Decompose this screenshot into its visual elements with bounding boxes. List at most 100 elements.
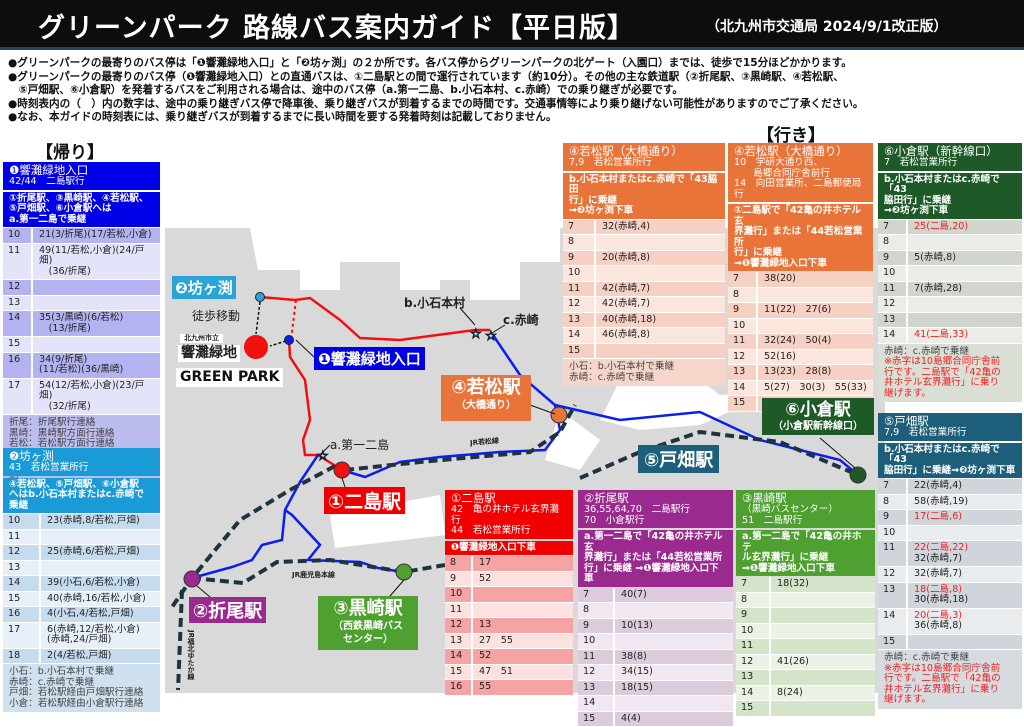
minutes-cell: 4(小石,4/若松,戸畑) — [41, 607, 160, 622]
hour-cell: 10 — [878, 266, 908, 281]
transfer-note-line: ⑤戸畑駅、⑥小倉駅へは — [9, 204, 154, 215]
minutes-cell: 40(7) — [615, 588, 733, 603]
minutes-cell: 22(二島,22)32(赤崎,7) — [908, 541, 1022, 566]
station-name: ⑥小倉駅 — [762, 400, 874, 420]
return-section-title: 【帰り】 — [36, 138, 104, 163]
minutes-cell: 32(赤崎,7) — [908, 567, 1022, 582]
departure-entry: 34(15) — [621, 667, 727, 678]
stop2-marker — [256, 293, 265, 302]
transfer-note-line: ⇒❶響灘緑地入口下車 — [734, 259, 867, 270]
transfer-note: a.第一二島で「42亀の井ホテル玄界灘行」または「44若松営業所行」に乗継 ⇒❶… — [578, 530, 733, 587]
timetable-row: 10 — [445, 587, 573, 603]
minutes-cell — [41, 530, 160, 545]
hour-cell: 11 — [728, 334, 758, 349]
timetable-row: 9 — [736, 608, 875, 624]
timetable-row: 15 — [878, 635, 1022, 651]
hour-cell: 8 — [578, 603, 615, 618]
departure-entry: 10(13) — [621, 621, 727, 632]
minutes-cell: 8(24) — [771, 686, 875, 701]
departure-entry: 49(11/若松,小倉)(24/戸畑) — [39, 246, 154, 267]
hour-cell: 12 — [445, 618, 473, 633]
departure-entry: 42(赤崎,7) — [602, 299, 719, 310]
transfer-note-line: ⇒❷坊ヶ渕下車 — [569, 206, 719, 217]
hour-cell: 12 — [578, 665, 615, 680]
hour-cell: 14 — [563, 328, 596, 343]
minutes-cell: 17(二島,6) — [908, 510, 1022, 525]
minutes-cell: 18(32) — [771, 577, 875, 592]
hour-cell: 14 — [445, 649, 473, 664]
departure-entry: 55 — [479, 682, 567, 693]
stop2-label: ❷坊ヶ渕 — [172, 276, 236, 299]
hour-cell: 14 — [878, 328, 908, 343]
timetable-row: 12 34(15) — [578, 665, 733, 681]
walk-label: 徒歩移動 — [192, 307, 240, 324]
minutes-cell: 7(赤崎,28) — [908, 282, 1022, 297]
departure-entry: 8(24) — [777, 688, 869, 699]
hour-cell: 13 — [736, 670, 771, 685]
hour-cell: 15 — [878, 635, 908, 650]
hour-cell: 17 — [3, 623, 41, 648]
hour-cell: 7 — [578, 588, 615, 603]
panel-header-line: 43 若松営業所行 — [9, 463, 154, 474]
stop1-marker — [285, 336, 294, 345]
hour-cell: 8 — [878, 495, 908, 510]
transfer-note: a.第一二島で「42亀の井ホテル玄界灘行」に乗継⇒❶響灘緑地入口下車 — [736, 530, 875, 576]
footnote-red-line: 継げます。 — [884, 695, 1016, 706]
minutes-cell: 58(赤崎,19) — [908, 495, 1022, 510]
hour-cell: 12 — [3, 280, 33, 295]
park-name-label: 響灘緑地 — [178, 345, 240, 362]
timetable-row: 13 — [736, 670, 875, 686]
hour-cell: 13 — [728, 365, 758, 380]
minutes-cell: 40(赤崎,18) — [596, 313, 725, 328]
departure-entry: 40(赤崎,18) — [602, 315, 719, 326]
minutes-cell: 23(赤崎,8/若松,戸畑) — [41, 514, 160, 529]
kurosaki-station-marker — [396, 564, 412, 580]
hour-cell: 9 — [728, 303, 758, 318]
panel-header-line: 51 二島駅行 — [742, 516, 869, 527]
timetable-row: 8 — [736, 593, 875, 609]
minutes-cell: 52(16) — [758, 350, 873, 365]
hour-cell: 17 — [3, 379, 33, 415]
panel-footnote: 赤崎：c.赤崎で乗継※赤字は10島郷合同庁舎前行です。二島駅で「42亀の井ホテル… — [878, 344, 1022, 403]
hour-cell: 7 — [878, 479, 908, 494]
departure-entry: 22(赤崎,4) — [914, 481, 1016, 492]
minutes-cell: 41(二島,33) — [908, 328, 1022, 343]
transfer-note-line: 行」に乗継 ⇒❶響灘緑地入口下車 — [584, 564, 727, 585]
departure-entry: 42(赤崎,7) — [602, 284, 719, 295]
hour-cell: 14 — [3, 576, 41, 591]
panel-header: ⑥小倉駅（新幹線口）7 若松営業所行 — [878, 143, 1022, 171]
departure-entry: 40(赤崎,16/若松,小倉) — [47, 594, 154, 605]
station-sub: （大橋通り） — [441, 399, 531, 412]
timetable-row: 15 — [3, 337, 160, 353]
kokura-station-label: ⑥小倉駅 （小倉駅新幹線口） — [762, 398, 874, 435]
hour-cell: 13 — [3, 296, 33, 311]
transfer-note: b.小石本村またはc.赤崎で「43脇田行」に乗継⇒❷坊ヶ渕下車 — [563, 173, 725, 219]
departure-entry: (11/若松)(36/黒崎) — [39, 365, 154, 376]
departure-entry: (赤崎,24/戸畑) — [47, 635, 154, 646]
station-name: ③黒崎駅 — [318, 598, 418, 620]
minutes-cell — [596, 266, 725, 281]
timetable-row: 12 42(赤崎,7) — [563, 297, 725, 313]
minutes-cell: 21(3/折尾)(17/若松,小倉) — [33, 228, 160, 243]
departure-entry: 52(16) — [764, 352, 867, 363]
minutes-cell: 27 55 — [473, 634, 573, 649]
timetable-row: 10 — [878, 526, 1022, 542]
minutes-cell — [33, 280, 160, 295]
panel-header-line: 36,55,64,70 二島駅行 — [584, 505, 727, 516]
hour-cell: 12 — [563, 297, 596, 312]
departure-entry: 46(赤崎,8) — [602, 330, 719, 341]
